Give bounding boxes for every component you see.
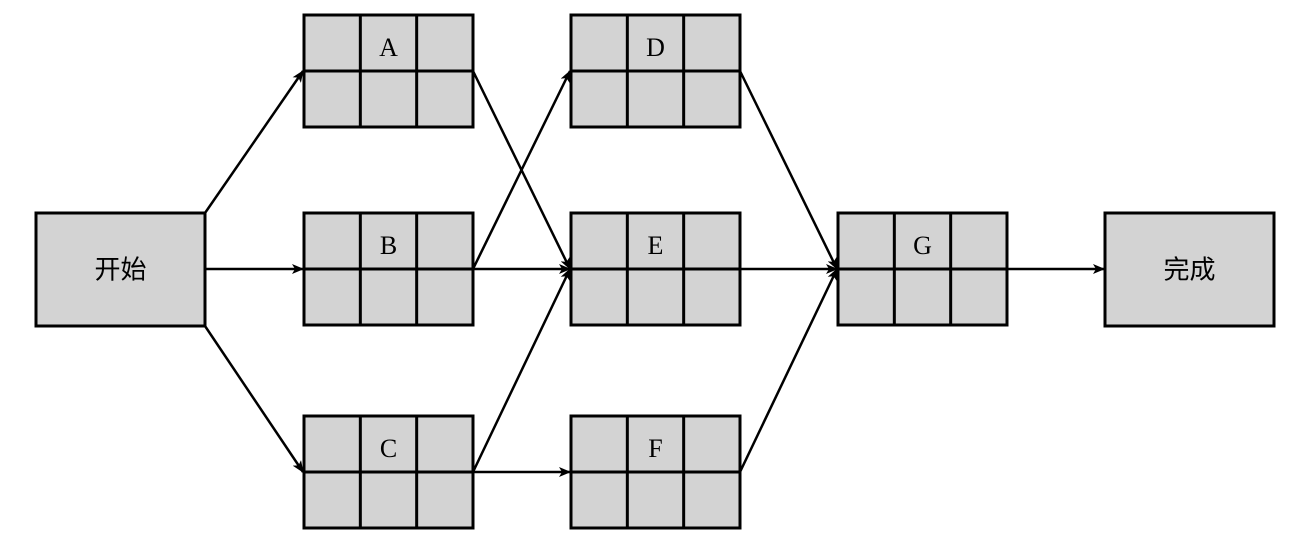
node-finish-label: 完成: [1163, 256, 1215, 286]
edge-start-to-a: [203, 70, 305, 214]
edge-f-to-g: [738, 268, 839, 473]
activity-node-c: C: [302, 414, 475, 530]
node-start-label: 开始: [94, 256, 146, 286]
activity-label: G: [913, 231, 932, 260]
activity-label: F: [648, 434, 662, 463]
activity-node-g: G: [836, 211, 1009, 327]
node-start-box: [34, 211, 207, 328]
edge-b-to-d: [471, 70, 572, 270]
node-start: 开始: [34, 211, 207, 328]
activity-node-d: D: [569, 13, 742, 129]
activity-label: A: [379, 33, 398, 62]
activity-node-a: A: [302, 13, 475, 129]
edge-start-to-c: [203, 325, 305, 473]
activity-node-f: F: [569, 414, 742, 530]
activity-node-b: B: [302, 211, 475, 327]
node-finish: 完成: [1103, 211, 1276, 328]
activity-label: D: [646, 33, 665, 62]
activity-label: B: [380, 231, 397, 260]
edges-layer: [203, 70, 1105, 477]
edge-d-to-g: [738, 70, 839, 270]
nodes-layer: 开始 完成 A B C D E F G: [34, 13, 1276, 530]
edge-c-to-e: [471, 268, 572, 473]
activity-node-e: E: [569, 211, 742, 327]
node-finish-box: [1103, 211, 1276, 328]
activity-label: E: [648, 231, 664, 260]
activity-label: C: [380, 434, 397, 463]
